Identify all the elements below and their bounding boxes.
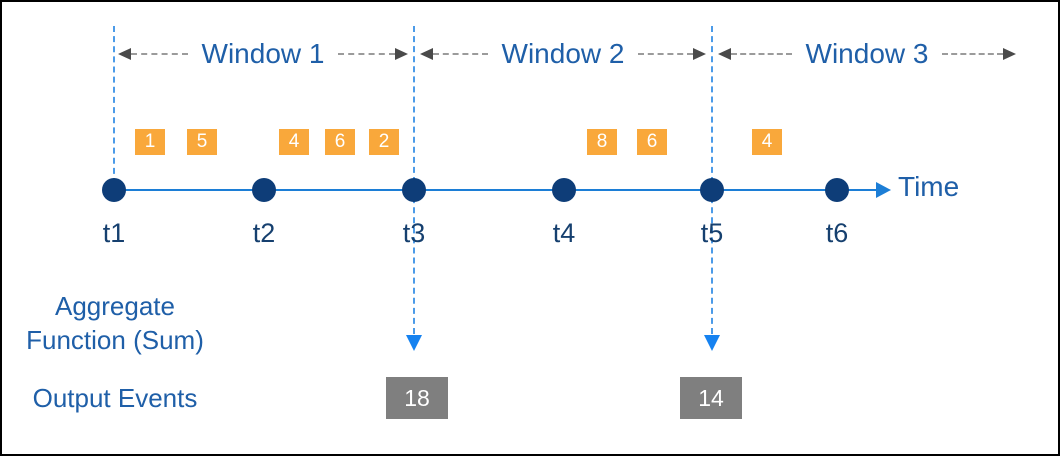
output-down-arrow-icon <box>704 335 720 351</box>
input-event: 6 <box>325 129 355 155</box>
timeline-event-dot <box>552 178 576 202</box>
output-event-box: 18 <box>386 377 448 419</box>
input-event: 4 <box>279 129 309 155</box>
timeline-event-dot <box>102 178 126 202</box>
timeline-label: Time <box>898 171 960 202</box>
window-boundary-guide <box>113 26 115 184</box>
band-left-arrow-icon <box>718 48 731 60</box>
band-right-arrow-icon <box>693 48 706 60</box>
window-label: Window 2 <box>501 38 625 69</box>
input-event: 4 <box>752 129 782 155</box>
band-left-arrow-icon <box>118 48 131 60</box>
timeline-event-dot <box>402 178 426 202</box>
band-dashed-line <box>131 53 188 55</box>
tick-label: t6 <box>825 218 849 248</box>
window-label: Window 1 <box>201 38 325 69</box>
band-dashed-line <box>433 53 488 55</box>
aggregate-caption-line2: Function (Sum) <box>26 325 204 355</box>
input-event: 6 <box>637 129 667 155</box>
tick-label: t2 <box>252 218 276 248</box>
band-dashed-line <box>942 53 1003 55</box>
input-event: 1 <box>135 129 165 155</box>
timeline-arrow-icon <box>876 182 891 198</box>
band-right-arrow-icon <box>1003 48 1016 60</box>
band-dashed-line <box>638 53 693 55</box>
band-right-arrow-icon <box>395 48 408 60</box>
output-down-arrow-icon <box>406 335 422 351</box>
input-event: 5 <box>187 129 217 155</box>
tick-label: t3 <box>402 218 426 248</box>
tick-label: t5 <box>700 218 724 248</box>
output-events-caption: Output Events <box>32 383 198 413</box>
window-label: Window 3 <box>805 38 929 69</box>
band-dashed-line <box>338 53 395 55</box>
aggregate-caption-line1: Aggregate <box>55 291 175 321</box>
output-event-box: 14 <box>680 377 742 419</box>
window-band: Window 2 <box>420 40 706 68</box>
input-event: 2 <box>369 129 399 155</box>
band-left-arrow-icon <box>420 48 433 60</box>
aggregate-function-caption: Aggregate Function (Sum) <box>17 289 213 357</box>
timeline-event-dot <box>252 178 276 202</box>
timeline-event-dot <box>700 178 724 202</box>
timeline-axis <box>114 189 876 191</box>
input-event: 8 <box>587 129 617 155</box>
window-band: Window 1 <box>118 40 408 68</box>
tick-label: t4 <box>552 218 576 248</box>
tick-label: t1 <box>102 218 126 248</box>
timeline-event-dot <box>825 178 849 202</box>
window-band: Window 3 <box>718 40 1016 68</box>
band-dashed-line <box>731 53 792 55</box>
